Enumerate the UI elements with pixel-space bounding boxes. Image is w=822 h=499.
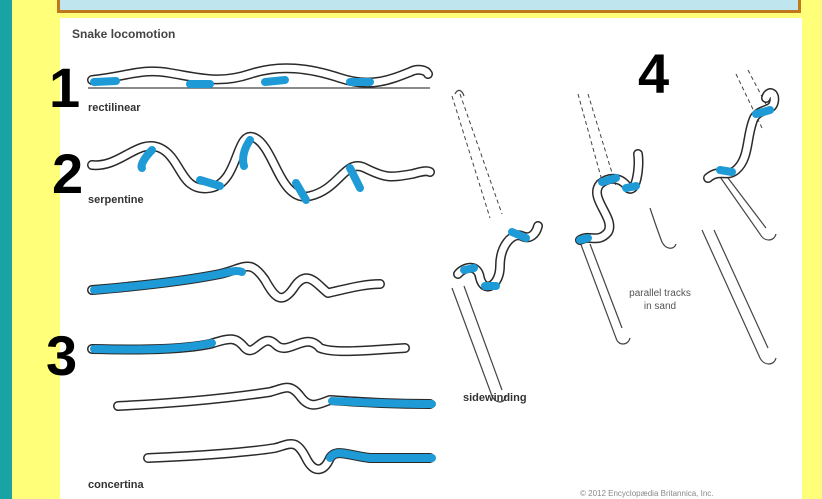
snake-locomotion-figure: Snake locomotion [60, 18, 802, 499]
annotation-1: 1 [49, 60, 80, 116]
snake-diagram: © 2012 Encyclopædia Britannica, Inc. [60, 18, 802, 499]
label-parallel-tracks: parallel tracks in sand [610, 288, 710, 313]
label-concertina: concertina [88, 479, 144, 491]
concertina-snake-1 [92, 266, 380, 297]
sidewinding-figure-1 [452, 90, 538, 402]
concertina-snake-4 [148, 444, 432, 469]
serpentine-snake [92, 137, 430, 200]
annotation-4: 4 [638, 46, 669, 102]
label-parallel-tracks-line1: parallel tracks [610, 288, 710, 301]
rectilinear-snake [92, 68, 428, 84]
label-sidewinding: sidewinding [463, 392, 527, 404]
annotation-3: 3 [46, 328, 77, 384]
label-parallel-tracks-line2: in sand [610, 301, 710, 314]
top-banner [57, 0, 801, 13]
concertina-snake-2 [92, 339, 405, 351]
concertina-snake-3 [118, 388, 432, 406]
label-rectilinear: rectilinear [88, 102, 141, 114]
left-border [0, 0, 12, 499]
annotation-2: 2 [52, 146, 83, 202]
sidewinding-figure-3 [702, 70, 776, 364]
credit-text: © 2012 Encyclopædia Britannica, Inc. [580, 489, 714, 498]
label-serpentine: serpentine [88, 194, 144, 206]
